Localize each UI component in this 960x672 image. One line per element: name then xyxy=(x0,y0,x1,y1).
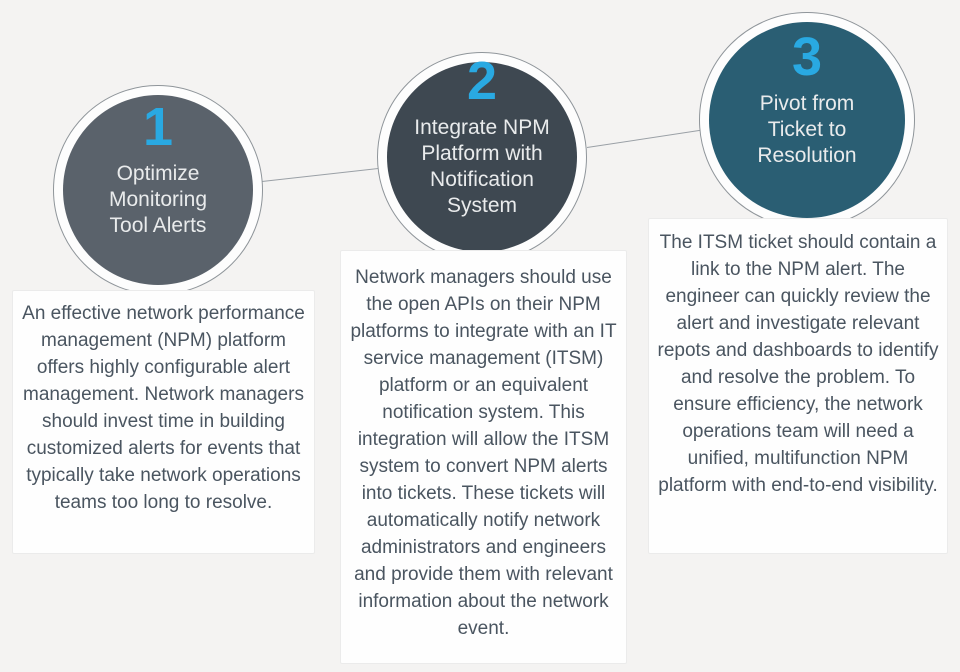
connector-line-step1-step2 xyxy=(261,167,379,182)
step-2-description-text: Network managers should use the open API… xyxy=(350,267,617,639)
step-1-description-text: An effective network performance managem… xyxy=(22,303,305,513)
step-1-circle-fill: 1 Optimize Monitoring Tool Alerts xyxy=(63,95,253,285)
step-3-circle-fill: 3 Pivot from Ticket to Resolution xyxy=(709,22,905,218)
connector-line-step2-step3 xyxy=(586,129,701,148)
step-1-number: 1 xyxy=(142,96,174,157)
step-1-title: Optimize Monitoring Tool Alerts xyxy=(108,161,208,237)
step-1-circle: 1 Optimize Monitoring Tool Alerts xyxy=(53,85,263,295)
step-2-circle: 2 Integrate NPM Platform with Notificati… xyxy=(377,52,587,262)
step-3-number: 3 xyxy=(791,26,823,87)
step-2-title: Integrate NPM Platform with Notification… xyxy=(414,115,550,217)
step-2-description-card: Network managers should use the open API… xyxy=(340,250,627,664)
step-2-number: 2 xyxy=(466,50,498,111)
step-1-description-card: An effective network performance managem… xyxy=(12,290,315,554)
step-3-description-card: The ITSM ticket should contain a link to… xyxy=(648,218,948,554)
step-3-description-text: The ITSM ticket should contain a link to… xyxy=(657,232,939,496)
step-3-title: Pivot from Ticket to Resolution xyxy=(757,91,857,167)
step-3-circle: 3 Pivot from Ticket to Resolution xyxy=(699,12,915,228)
step-2-circle-fill: 2 Integrate NPM Platform with Notificati… xyxy=(387,54,577,252)
